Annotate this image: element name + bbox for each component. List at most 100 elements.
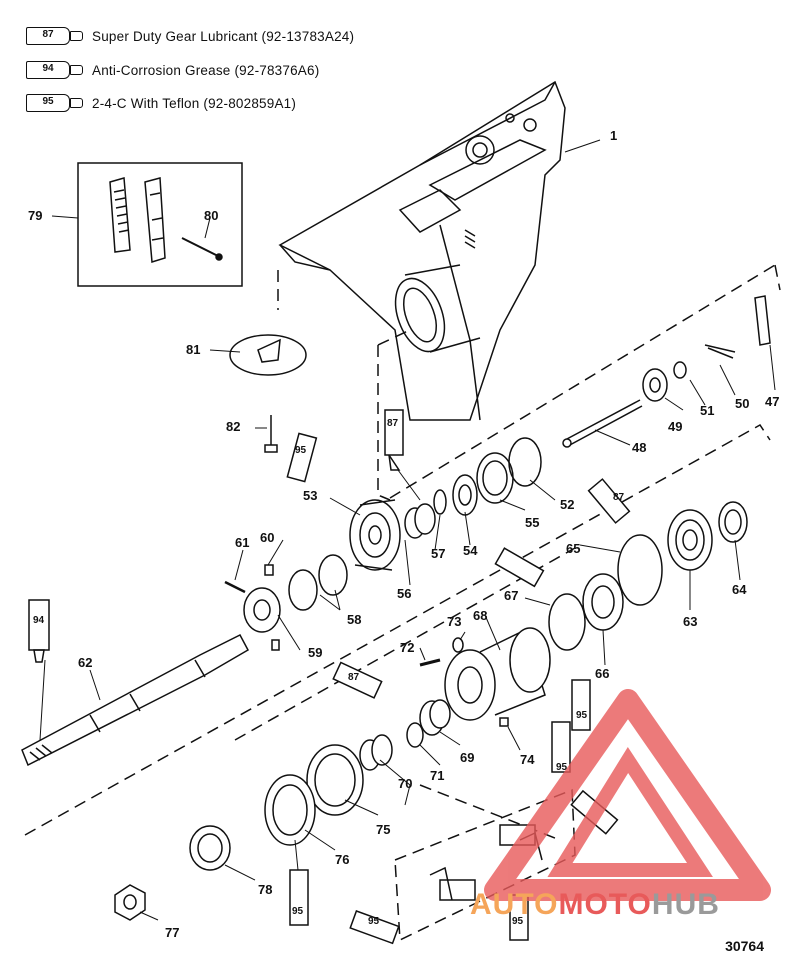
bolt-82 [264, 415, 278, 453]
bearing-66 [582, 573, 624, 631]
bearing-race-55 [476, 452, 514, 504]
callout-49: 49 [668, 419, 683, 434]
callout-73: 73 [447, 614, 462, 629]
retainer-60-b [271, 639, 280, 651]
callout-1: 1 [610, 128, 618, 143]
bearing-carrier-68 [444, 627, 551, 721]
leader-lines [39, 139, 776, 921]
screw-80 [181, 237, 219, 257]
bearing-56 [404, 503, 436, 539]
callout-82: 82 [226, 419, 241, 434]
retaining-ring-71 [406, 722, 424, 748]
callout-74: 74 [520, 752, 535, 767]
legend-row-87: 87 Super Duty Gear Lubricant (92-13783A2… [26, 24, 354, 48]
spring-51 [673, 361, 687, 379]
callout-71: 71 [430, 768, 445, 783]
legend-text: Anti-Corrosion Grease (92-78376A6) [92, 62, 320, 78]
seal-rings-58 [288, 554, 348, 611]
legend-text: Super Duty Gear Lubricant (92-13783A24) [92, 28, 355, 44]
callout-65: 65 [566, 541, 581, 556]
screw-72 [419, 658, 441, 667]
trim-tab-81 [229, 334, 307, 376]
callout-56: 56 [397, 586, 412, 601]
tube-label-95-f: 95 [368, 916, 380, 927]
callout-69: 69 [460, 750, 475, 765]
callout-77: 77 [165, 925, 180, 940]
callout-68: 68 [473, 608, 488, 623]
anode-79 [109, 177, 166, 263]
callout-64: 64 [732, 582, 747, 597]
tube-label-87-b: 87 [613, 492, 625, 503]
callout-79: 79 [28, 208, 43, 223]
callout-59: 59 [308, 645, 323, 660]
nut-77 [114, 884, 146, 921]
pin-74 [499, 717, 509, 727]
callout-61: 61 [235, 535, 250, 550]
tube-icon: 95 [26, 94, 84, 112]
tube-87-b [587, 478, 631, 524]
bearing-69 [419, 699, 451, 736]
tube-label-95-g: 95 [512, 916, 524, 927]
tube-95-f [349, 910, 400, 945]
callout-76: 76 [335, 852, 350, 867]
reverse-gear-63 [667, 509, 713, 571]
callout-50: 50 [735, 396, 750, 411]
figure-number: 30764 [725, 938, 764, 954]
retaining-ring-57 [433, 489, 447, 515]
bearing-76 [264, 774, 316, 846]
shift-shaft-48 [564, 399, 643, 447]
bearing-54 [452, 474, 478, 516]
tube-87-c [494, 547, 545, 588]
o-ring-67 [548, 593, 586, 651]
tab-washer-75 [306, 744, 364, 816]
tube-95-b [571, 679, 591, 731]
callout-70: 70 [398, 776, 413, 791]
callout-63: 63 [683, 614, 698, 629]
thrust-washer-64 [718, 501, 748, 543]
tube-label-95-e: 95 [292, 906, 304, 917]
shim-52 [508, 437, 542, 487]
tube-label-95-b: 95 [576, 710, 588, 721]
clutch-59 [243, 587, 281, 633]
tube-label-87: 87 [387, 418, 399, 429]
lock-washer-78 [189, 825, 231, 871]
gear-housing [278, 80, 566, 421]
tube-label-95-c: 95 [556, 762, 568, 773]
callout-78: 78 [258, 882, 273, 897]
callout-80: 80 [204, 208, 219, 223]
tube-label-95: 95 [295, 445, 307, 456]
callout-53: 53 [303, 488, 318, 503]
cam-follower-49 [642, 368, 668, 402]
inset-box [77, 162, 243, 287]
seal-70 [359, 734, 393, 771]
callout-52: 52 [560, 497, 575, 512]
legend-row-94: 94 Anti-Corrosion Grease (92-78376A6) [26, 58, 319, 82]
shim-65 [617, 534, 663, 606]
callout-67: 67 [504, 588, 519, 603]
tube-95-c [551, 721, 571, 773]
pin-61 [224, 580, 246, 594]
propeller-shaft-62 [21, 634, 250, 767]
callout-60: 60 [260, 530, 275, 545]
callout-55: 55 [525, 515, 540, 530]
tube-87-d [332, 661, 383, 699]
callout-62: 62 [78, 655, 93, 670]
callout-58: 58 [347, 612, 362, 627]
watermark-text: AUTOMOTOHUB [470, 888, 720, 921]
shift-yoke-47 [754, 295, 771, 346]
tube-icon: 87 [26, 27, 84, 45]
callout-75: 75 [376, 822, 391, 837]
tube-87-a [384, 409, 404, 471]
tube-icon: 94 [26, 61, 84, 79]
retainer-60-a [264, 564, 274, 576]
callout-48: 48 [632, 440, 647, 455]
legend-row-95: 95 2-4-C With Teflon (92-802859A1) [26, 91, 296, 115]
o-ring-73 [452, 637, 464, 653]
callout-54: 54 [463, 543, 478, 558]
callout-66: 66 [595, 666, 610, 681]
tube-label-87-d: 87 [348, 672, 360, 683]
watermark-logo [484, 689, 771, 901]
tube-label-94: 94 [33, 615, 45, 626]
